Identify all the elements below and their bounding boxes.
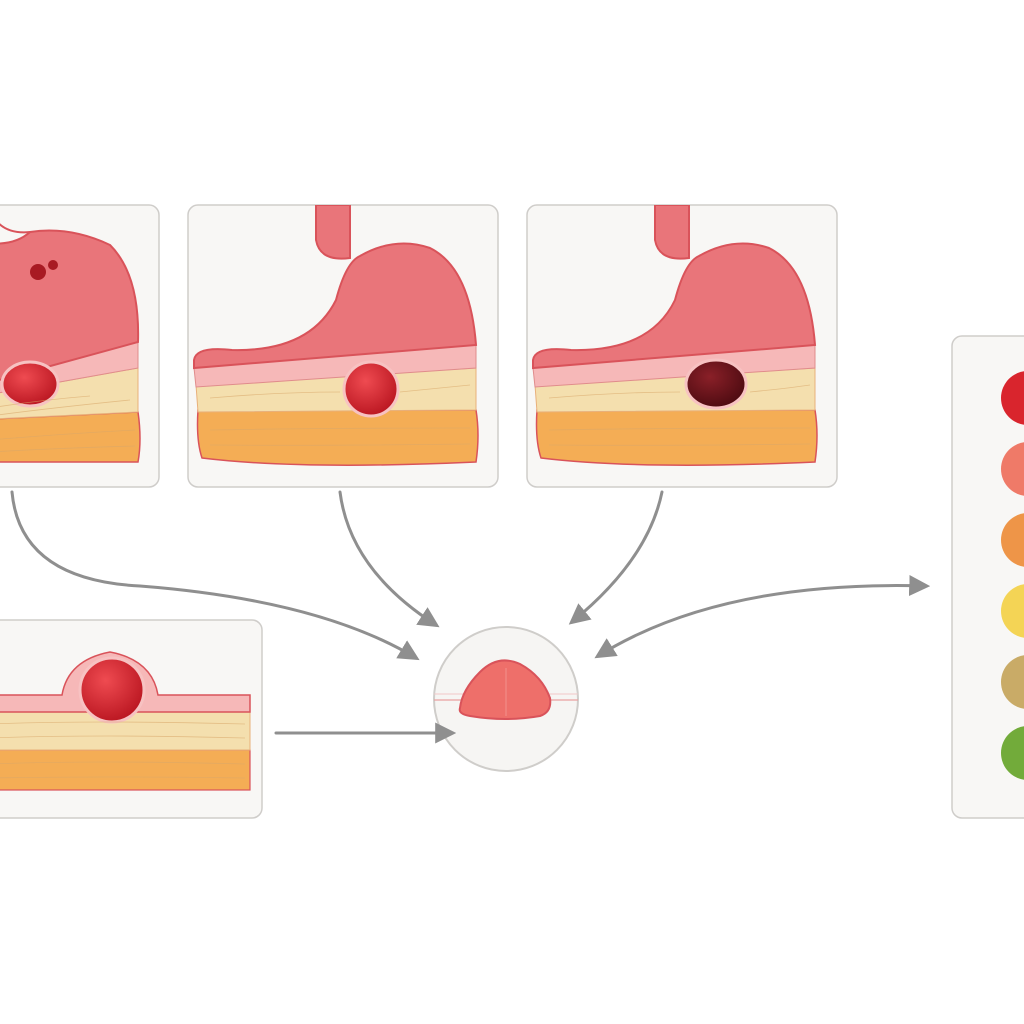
spot-1 [30,264,46,280]
stomach-panel-2 [187,204,499,488]
color-swatch-4 [1001,584,1024,638]
arrow-panel-3-to-center [568,490,664,625]
color-swatch-1 [1001,371,1024,425]
lesion [684,358,748,410]
spot-2 [48,260,58,270]
arrow-panel-1-to-center [10,490,420,661]
arrows [10,490,931,744]
color-swatch-5 [1001,655,1024,709]
color-swatch-3 [1001,513,1024,567]
stomach-body [193,242,478,370]
lesion [78,656,146,724]
muscle-layer [535,409,818,466]
tissue-panel-4 [0,619,263,819]
muscle-layer [196,409,479,466]
center-node [433,626,579,772]
color-swatch-6 [1001,726,1024,780]
lesion [0,360,60,408]
arrow-panel-2-to-center [338,490,440,628]
stomach-panel-1 [0,204,160,488]
muscle-layer [0,411,141,463]
color-swatch-2 [1001,442,1024,496]
arrow-center-to-scale [594,575,931,659]
stomach-body [532,242,817,370]
muscle-layer [0,749,251,791]
color-swatches [1001,371,1024,780]
color-scale-panel [951,335,1024,819]
stomach-panel-3 [526,204,838,488]
lesion-shape [458,659,552,720]
lesion [342,360,400,418]
stomach-body [0,229,140,390]
